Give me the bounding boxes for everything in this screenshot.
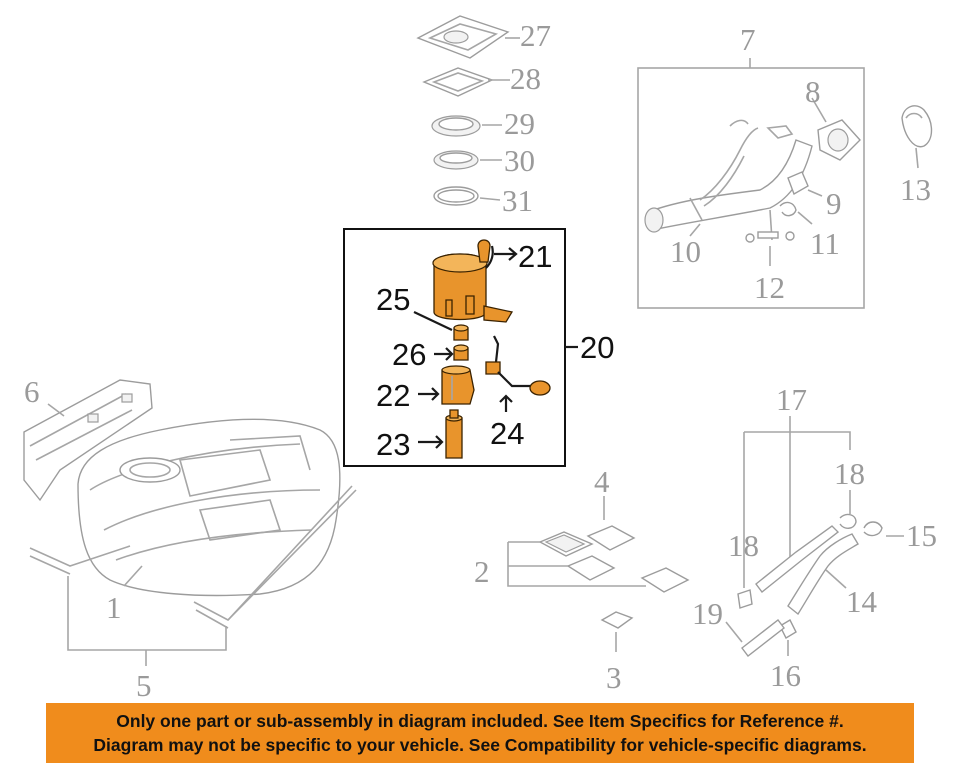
clamp-11 bbox=[779, 201, 813, 225]
callout-6: 6 bbox=[24, 374, 40, 409]
callout-4: 4 bbox=[594, 464, 610, 499]
label-plate-3 bbox=[600, 611, 634, 629]
leader-lines-top bbox=[479, 37, 520, 201]
clip-16 bbox=[779, 619, 797, 639]
disclaimer-line-2: Diagram may not be specific to your vehi… bbox=[93, 735, 867, 755]
seal-ring-31 bbox=[433, 186, 479, 206]
callout-17: 17 bbox=[776, 382, 807, 417]
cover-gasket bbox=[422, 67, 494, 97]
callout-11: 11 bbox=[810, 226, 840, 261]
tank-straps bbox=[29, 485, 357, 629]
callout-27: 27 bbox=[520, 18, 551, 53]
grommet-26 bbox=[453, 344, 469, 361]
fuel-pump-module-21 bbox=[432, 239, 514, 323]
callout-8: 8 bbox=[805, 74, 821, 109]
label-plates-2 bbox=[538, 525, 690, 593]
hose-19 bbox=[741, 619, 785, 657]
disclaimer-banner: Only one part or sub-assembly in diagram… bbox=[46, 703, 914, 763]
callout-26: 26 bbox=[392, 337, 426, 372]
callout-16: 16 bbox=[770, 658, 801, 693]
fuel-tank-heat-shield-6 bbox=[23, 379, 153, 502]
filter-25 bbox=[453, 324, 469, 341]
callout-13: 13 bbox=[900, 172, 931, 207]
filler-neck-group-box bbox=[637, 67, 865, 309]
callout-21: 21 bbox=[518, 239, 552, 274]
fuel-pump-cover-plate bbox=[416, 15, 510, 59]
callout-23: 23 bbox=[376, 427, 410, 462]
fuel-door-housing-8 bbox=[811, 97, 861, 161]
bolt-12 bbox=[745, 231, 795, 266]
fuel-level-sender-24 bbox=[485, 335, 551, 396]
callout-14: 14 bbox=[846, 584, 878, 619]
breather-hose-14 bbox=[787, 533, 859, 616]
callout-18b: 18 bbox=[728, 528, 759, 563]
filler-neck-assembly bbox=[644, 119, 813, 241]
clamp-15 bbox=[863, 521, 883, 537]
callout-18a: 18 bbox=[834, 456, 865, 491]
callout-1: 1 bbox=[106, 590, 122, 625]
callout-12: 12 bbox=[754, 270, 785, 305]
callout-30: 30 bbox=[504, 143, 535, 178]
callout-31: 31 bbox=[502, 183, 533, 218]
callout-24: 24 bbox=[490, 416, 524, 451]
callout-25: 25 bbox=[376, 282, 410, 317]
callout-3: 3 bbox=[606, 660, 622, 695]
clamp-18 bbox=[737, 513, 857, 609]
callout-7: 7 bbox=[740, 22, 756, 57]
callout-22: 22 bbox=[376, 378, 410, 413]
seal-ring-29 bbox=[431, 115, 481, 137]
callout-29: 29 bbox=[504, 106, 535, 141]
disclaimer-line-1: Only one part or sub-assembly in diagram… bbox=[116, 711, 844, 731]
fuel-tank-1 bbox=[77, 418, 341, 597]
callout-5: 5 bbox=[136, 668, 152, 703]
callout-9: 9 bbox=[826, 186, 842, 221]
callout-15: 15 bbox=[906, 518, 937, 553]
fuel-pump-23 bbox=[445, 409, 463, 459]
bracket-9 bbox=[787, 171, 823, 197]
seal-ring-30 bbox=[433, 150, 479, 170]
callout-28: 28 bbox=[510, 61, 541, 96]
callout-2: 2 bbox=[474, 554, 490, 589]
pump-housing-22 bbox=[441, 365, 475, 405]
callout-20: 20 bbox=[580, 330, 614, 365]
filler-hose-17 bbox=[755, 525, 840, 593]
callout-10: 10 bbox=[670, 234, 701, 269]
fuel-cap-13 bbox=[901, 105, 933, 169]
callout-19: 19 bbox=[692, 596, 723, 631]
